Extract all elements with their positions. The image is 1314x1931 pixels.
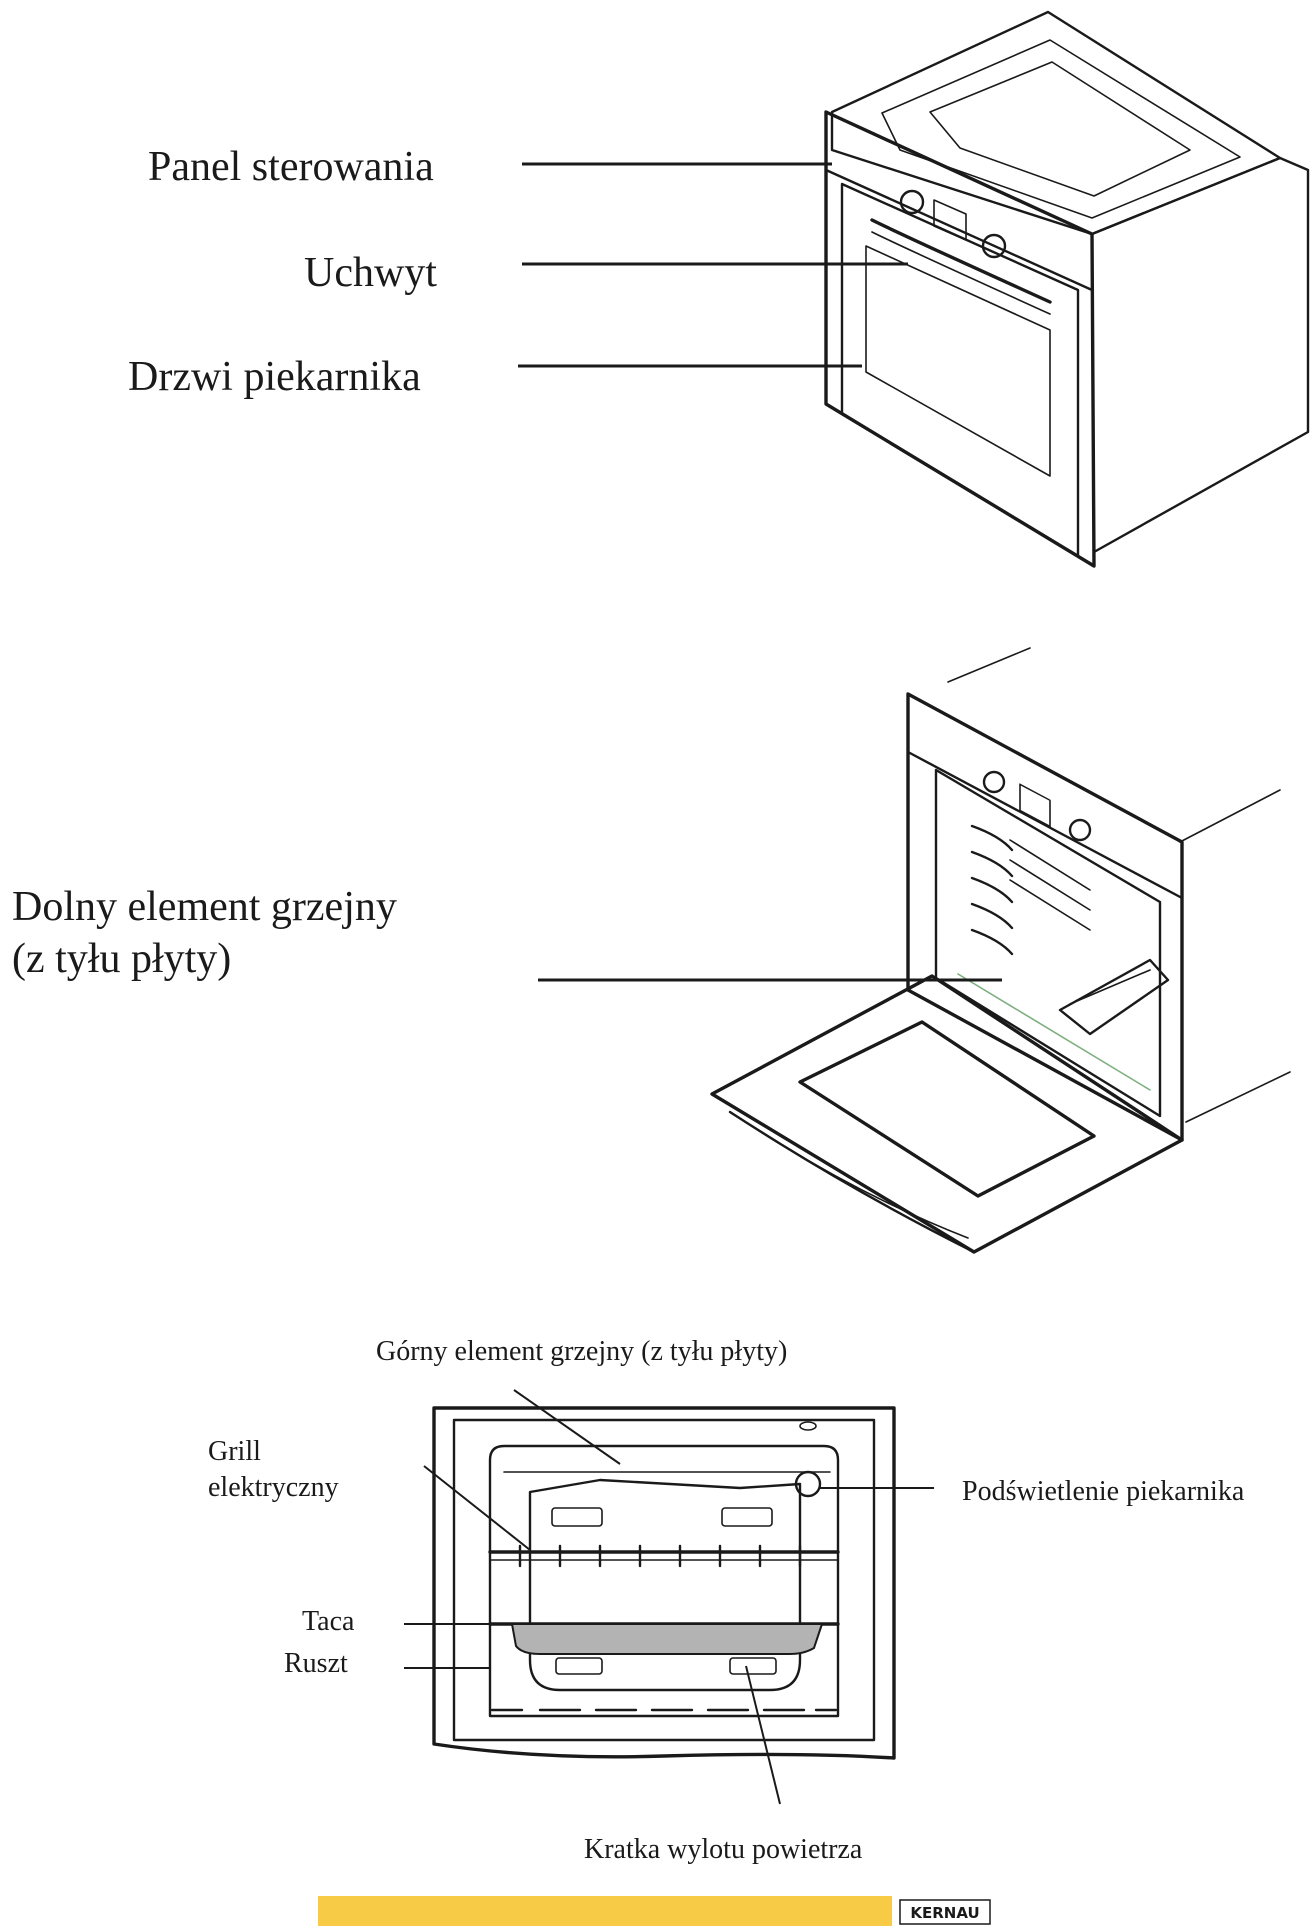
label-dolny-element-line2: (z tyłu płyty) bbox=[12, 936, 231, 982]
tray-shape bbox=[510, 1623, 824, 1655]
closed-oven-drawing bbox=[824, 10, 1310, 568]
open-knob-right-icon bbox=[1068, 818, 1092, 842]
label-ruszt: Ruszt bbox=[284, 1648, 348, 1679]
open-display-icon bbox=[1019, 783, 1051, 828]
oven-light-icon bbox=[794, 1470, 822, 1498]
figure1-labels: Panel sterowania Uchwyt Drzwi piekarnika bbox=[128, 144, 908, 400]
label-grill-line1: Grill bbox=[208, 1436, 261, 1467]
label-uchwyt: Uchwyt bbox=[304, 250, 437, 296]
open-knob-left-icon bbox=[982, 770, 1006, 794]
cavity-front-drawing bbox=[432, 1406, 896, 1760]
knob-left-icon bbox=[899, 189, 925, 215]
door-handle-icon bbox=[870, 218, 1052, 304]
brand-logo-text: KERNAU bbox=[910, 1904, 979, 1922]
footer-yellow-bar bbox=[318, 1896, 892, 1926]
figure3-labels: Górny element grzejny (z tyłu płyty) Gri… bbox=[208, 1336, 1245, 1865]
label-drzwi-piekarnika: Drzwi piekarnika bbox=[128, 354, 421, 400]
leader-kratka bbox=[745, 1665, 781, 1805]
label-taca: Taca bbox=[302, 1606, 355, 1637]
label-dolny-element-line1: Dolny element grzejny bbox=[12, 884, 397, 930]
figure2-labels: Dolny element grzejny (z tyłu płyty) bbox=[12, 884, 1002, 982]
knob-right-icon bbox=[981, 233, 1007, 259]
label-podswietlenie: Podświetlenie piekarnika bbox=[962, 1476, 1245, 1507]
label-panel-sterowania: Panel sterowania bbox=[148, 144, 434, 190]
footer-bar: KERNAU bbox=[318, 1896, 991, 1926]
label-kratka: Kratka wylotu powietrza bbox=[584, 1834, 863, 1865]
brand-logo-box bbox=[899, 1899, 991, 1925]
leader-grill bbox=[423, 1465, 531, 1551]
open-oven-drawing bbox=[710, 647, 1291, 1254]
leader-gorny-element bbox=[513, 1389, 621, 1465]
label-gorny-element: Górny element grzejny (z tyłu płyty) bbox=[376, 1336, 787, 1367]
label-grill-line2: elektryczny bbox=[208, 1472, 339, 1503]
